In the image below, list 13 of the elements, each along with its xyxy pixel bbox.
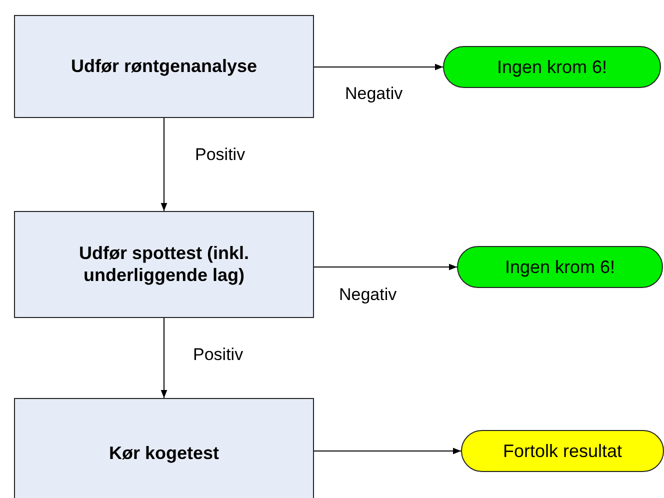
process-box: Kør kogetest <box>14 398 314 498</box>
process-box: Udfør spottest (inkl. underliggende lag) <box>14 211 314 318</box>
arrow <box>314 264 458 270</box>
edge-label: Negativ <box>339 285 397 305</box>
terminal-pill: Ingen krom 6! <box>443 46 661 88</box>
process-box: Udfør røntgenanalyse <box>14 15 314 118</box>
terminal-pill: Fortolk resultat <box>461 430 664 472</box>
arrow <box>160 318 168 398</box>
arrow <box>314 448 462 454</box>
arrow <box>160 118 168 212</box>
edge-label: Negativ <box>345 84 403 104</box>
arrow <box>314 64 444 70</box>
terminal-pill: Ingen krom 6! <box>457 246 663 288</box>
